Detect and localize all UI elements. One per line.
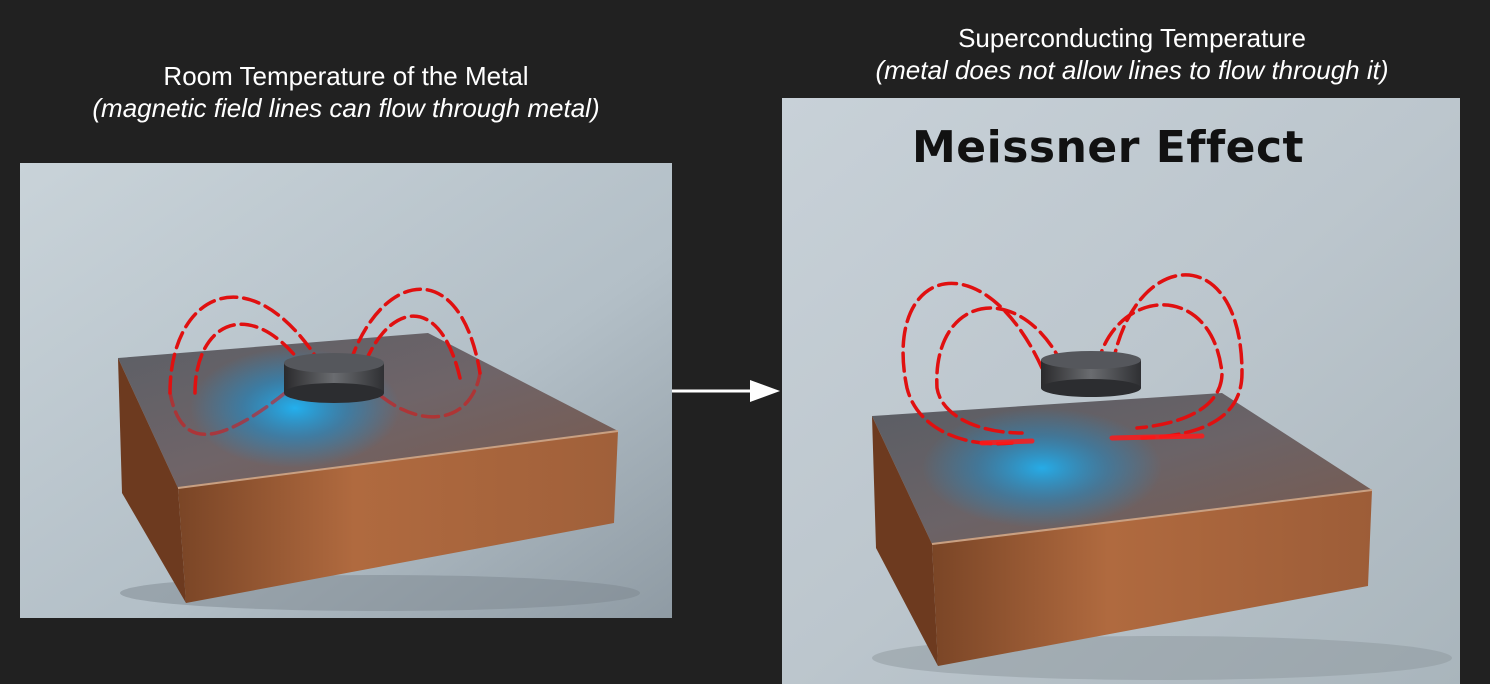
left-caption: Room Temperature of the Metal (magnetic … xyxy=(20,60,672,124)
magnet-disc xyxy=(284,353,384,403)
right-arrow-icon xyxy=(672,380,780,402)
right-caption: Superconducting Temperature (metal does … xyxy=(782,22,1482,86)
magnetic-glow xyxy=(922,408,1162,528)
superconducting-illustration: Meissner Effect xyxy=(782,98,1460,684)
field-lines xyxy=(901,273,1244,446)
room-temperature-illustration xyxy=(20,163,672,618)
left-title: Room Temperature of the Metal xyxy=(163,61,529,91)
meissner-effect-label: Meissner Effect xyxy=(912,122,1305,173)
field-lines xyxy=(168,287,482,436)
left-subtitle: (magnetic field lines can flow through m… xyxy=(92,93,600,123)
surface-field-marks xyxy=(979,433,1205,446)
right-subtitle: (metal does not allow lines to flow thro… xyxy=(875,55,1389,85)
magnet-disc xyxy=(1041,351,1141,397)
right-title: Superconducting Temperature xyxy=(958,23,1306,53)
